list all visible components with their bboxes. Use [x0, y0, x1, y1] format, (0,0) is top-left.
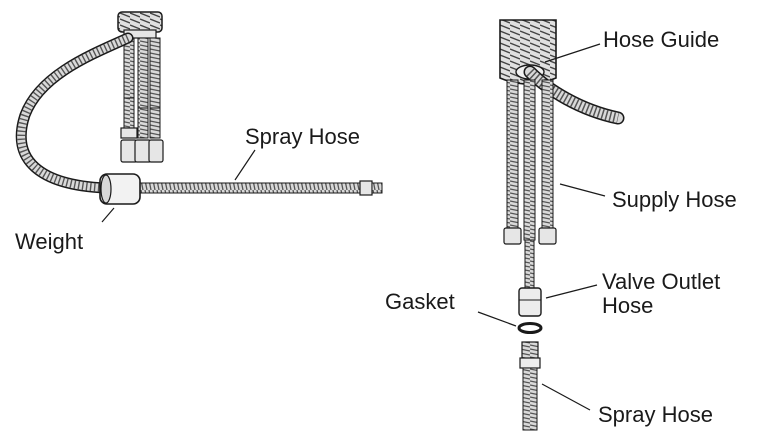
label-valve-outlet-hose: Valve Outlet Hose: [602, 270, 759, 318]
weight-drawing: [99, 173, 141, 205]
label-spray-hose-left: Spray Hose: [245, 124, 360, 149]
leader-weight: [101, 207, 115, 223]
label-gasket: Gasket: [385, 289, 455, 314]
left-fittings: [120, 127, 164, 163]
leader-valve-outlet: [545, 284, 598, 299]
label-spray-hose-right: Spray Hose: [598, 402, 713, 427]
right-supply-fittings: [503, 227, 557, 245]
gasket-drawing: [517, 322, 543, 334]
leader-gasket: [477, 311, 517, 327]
valve-outlet-hose-drawing: [518, 239, 542, 317]
right-assembly: [477, 19, 625, 431]
left-assembly: [15, 11, 383, 223]
left-supply-hoses: [123, 37, 161, 139]
label-hose-guide: Hose Guide: [603, 27, 720, 52]
spray-hose-left-drawing: [15, 32, 383, 196]
label-weight: Weight: [15, 229, 84, 254]
label-valve-outlet-line1: Valve Outlet: [602, 269, 721, 294]
leader-spray-hose-right: [541, 383, 591, 411]
leader-spray-hose-left: [234, 149, 256, 181]
label-valve-outlet-line2: Hose: [602, 293, 654, 318]
guide-outlet-hose: [523, 65, 625, 125]
label-supply-hose: Supply Hose: [612, 187, 737, 212]
leader-hose-guide: [544, 43, 601, 63]
spray-hose-right-drawing: [519, 341, 541, 431]
leader-supply-hose: [559, 183, 606, 197]
right-supply-hoses: [506, 79, 554, 241]
